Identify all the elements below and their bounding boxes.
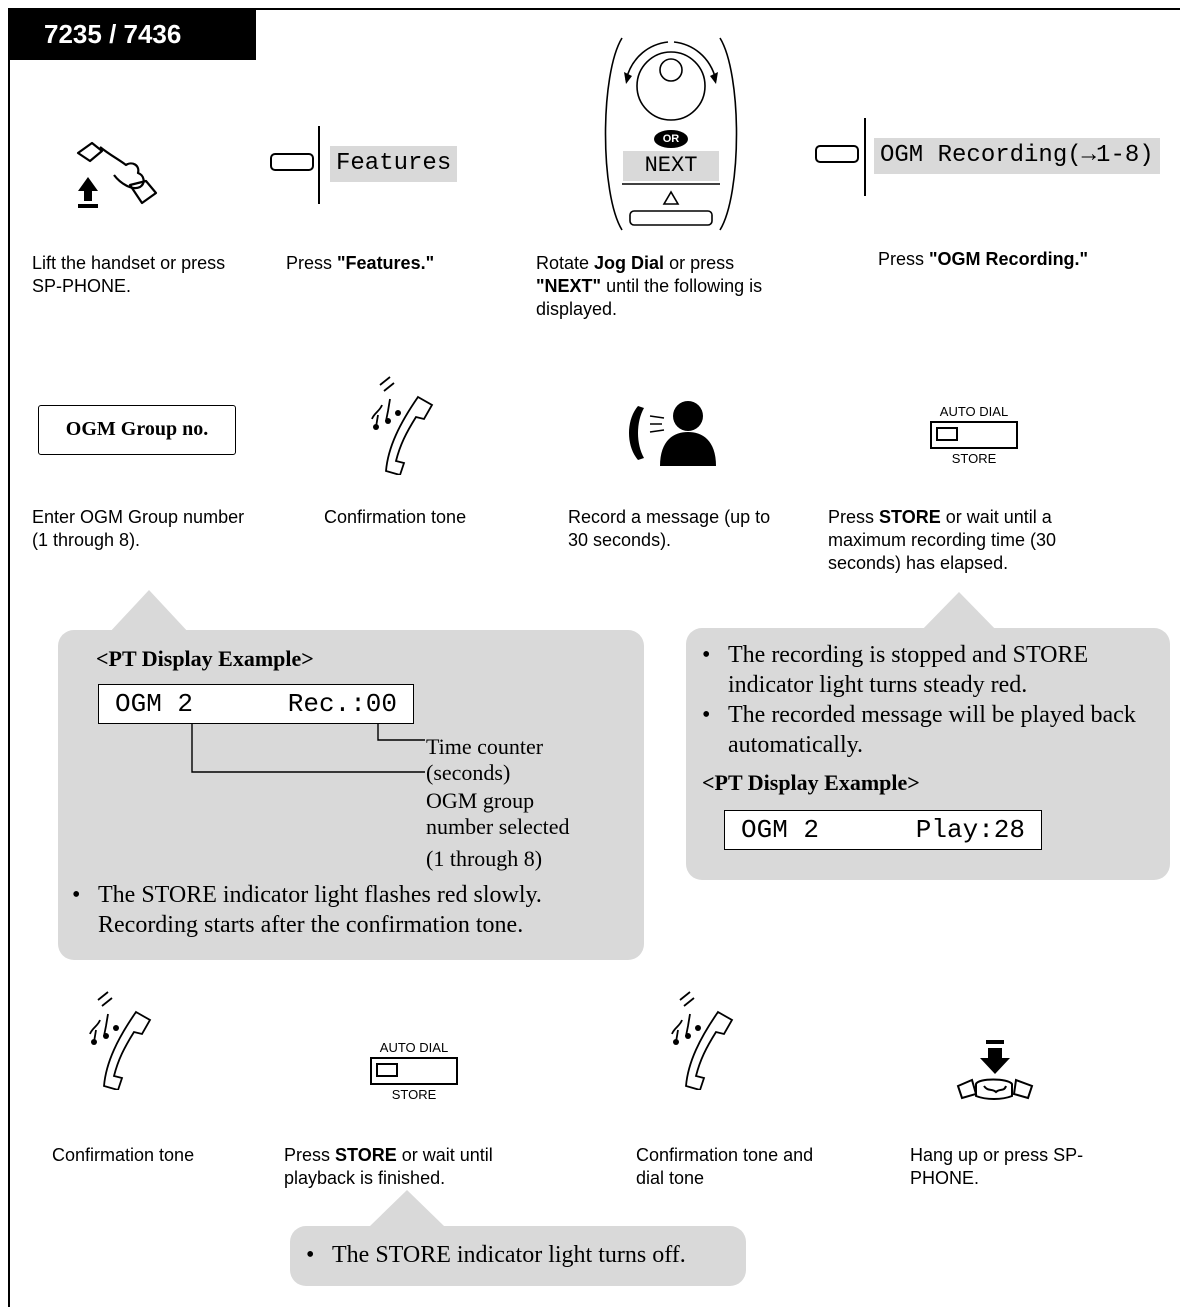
stopped-note-1: •The recording is stopped and STORE indi…	[702, 642, 1136, 758]
next-key-label: NEXT	[644, 153, 698, 178]
confirmation-tone-icon	[671, 991, 734, 1090]
lift-caption: Lift the handset or press SP-PHONE.	[32, 253, 226, 296]
pt-display-box: OGM 2 Play:28	[724, 810, 1042, 850]
features-softkey[interactable]	[270, 153, 314, 171]
ogm-recording-display: OGM Recording(→1-8)	[874, 138, 1160, 174]
store-button[interactable]	[370, 1057, 458, 1085]
group-caption: Enter OGM Group number (1 through 8).	[32, 507, 245, 550]
features-caption: Press "Features."	[286, 253, 435, 273]
bubble-pointer	[918, 592, 1000, 634]
flash-note: •The STORE indicator light flashes red s…	[72, 882, 542, 938]
store-caption: Press STORE or wait until playback is fi…	[284, 1145, 493, 1188]
ogm-recording-caption: Press "OGM Recording."	[878, 249, 1089, 269]
hang-up-caption: Hang up or press SP-PHONE.	[910, 1145, 1084, 1188]
bubble-pointer	[370, 1190, 444, 1226]
hang-up-icon	[956, 1040, 1034, 1100]
callout-lines	[191, 724, 425, 773]
display-edge	[864, 118, 866, 196]
store-caption: Press STORE or wait until a maximum reco…	[828, 507, 1057, 573]
confirmation-tone-icon	[371, 376, 434, 475]
pt-display-box: OGM 2 Rec.:00	[98, 684, 414, 724]
frame-top-rule	[8, 8, 1180, 10]
tone-caption: Confirmation tone	[52, 1145, 195, 1165]
store-button[interactable]	[930, 421, 1018, 449]
store-indicator	[376, 1063, 398, 1077]
pt-display-heading: <PT Display Example>	[96, 646, 314, 671]
display-group: OGM 2	[741, 815, 820, 845]
display-group: OGM 2	[115, 689, 194, 719]
store-button-group[interactable]: AUTO DIAL STORE	[352, 1040, 476, 1102]
store-off-note: •The STORE indicator light turns off.	[306, 1242, 686, 1268]
confirmation-tone-icon	[89, 991, 152, 1090]
record-message-icon	[629, 401, 716, 466]
jog-dial-icon[interactable]	[596, 34, 746, 234]
store-indicator	[936, 427, 958, 441]
store-label: STORE	[951, 451, 997, 466]
jog-caption: Rotate Jog Dial or press"NEXT" until the…	[536, 253, 763, 319]
bubble-pointer	[108, 590, 190, 634]
auto-dial-label: AUTO DIAL	[379, 1040, 449, 1055]
frame-left-rule	[8, 8, 10, 1307]
model-tab: 7235 / 7436	[8, 8, 256, 60]
auto-dial-label: AUTO DIAL	[939, 404, 1009, 419]
tone-caption: Confirmation tone	[324, 507, 467, 527]
record-caption: Record a message (up to 30 seconds).	[568, 507, 771, 550]
store-off-bubble	[290, 1226, 746, 1286]
tone-dial-caption: Confirmation tone and dial tone	[636, 1145, 814, 1188]
pt-display-heading: <PT Display Example>	[702, 770, 920, 795]
store-button-group[interactable]: AUTO DIAL STORE	[912, 404, 1036, 466]
time-counter-callout: Time counter(seconds)	[426, 734, 544, 785]
display-edge	[318, 126, 320, 204]
display-counter: Rec.:00	[287, 689, 397, 719]
or-label: OR	[662, 133, 680, 145]
store-label: STORE	[391, 1087, 437, 1102]
ogm-recording-softkey[interactable]	[815, 145, 859, 163]
lift-handset-icon	[76, 141, 158, 208]
ogm-group-entry-box[interactable]: OGM Group no.	[38, 405, 236, 455]
features-display: Features	[330, 146, 458, 182]
display-playback: Play:28	[915, 815, 1025, 845]
